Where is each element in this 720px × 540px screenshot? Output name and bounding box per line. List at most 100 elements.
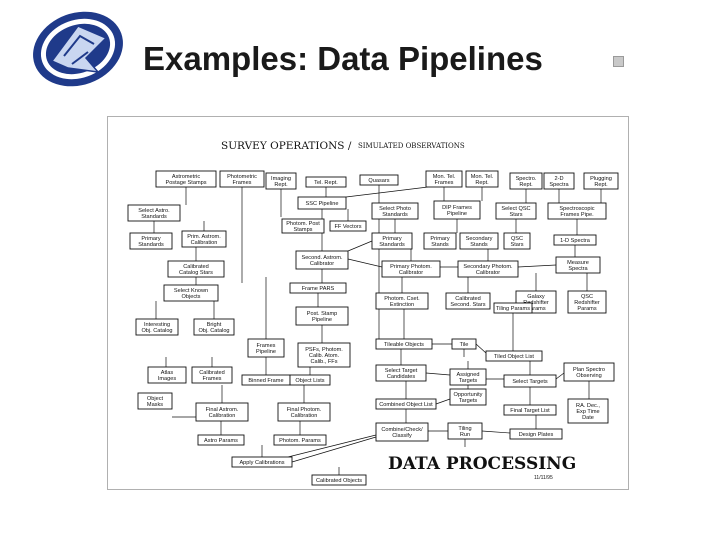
process-box-label: Primary Photom.: [390, 264, 432, 270]
process-box-label: Rept.: [519, 182, 533, 188]
process-box-label: FF Vectors: [334, 224, 361, 230]
process-box-label: Bright: [207, 322, 222, 328]
process-box-label: Rept.: [274, 182, 288, 188]
process-box-label: Select QSC: [501, 206, 530, 212]
pipeline-diagram: SURVEY OPERATIONS / SIMULATED OBSERVATIO…: [107, 116, 629, 490]
process-box-label: Frame PARS: [302, 286, 335, 292]
process-box: Final Photom.Calibration: [277, 402, 331, 422]
process-box: Combine/Check/Classify: [375, 422, 429, 442]
process-box-outline: [445, 292, 491, 310]
process-box: Spectro.Rept.: [509, 172, 543, 190]
process-box: Apply Calibrations: [231, 456, 293, 468]
process-box-label: Interesting: [144, 322, 170, 328]
process-box-outline: [503, 404, 557, 416]
process-box-outline: [567, 290, 607, 314]
process-box-outline: [449, 388, 487, 406]
connector-line: [291, 436, 377, 463]
process-box-outline: [543, 172, 575, 190]
connector-line: [287, 434, 377, 458]
process-box-outline: [295, 306, 349, 326]
process-box-label: Calibrator: [476, 270, 500, 276]
bullet-square-icon: [613, 56, 624, 67]
process-box-outline: [459, 232, 499, 250]
process-box-label: Calibrator: [310, 261, 334, 267]
process-box-label: Redshifter: [574, 300, 600, 306]
process-box-label: Binned Frame: [248, 378, 283, 384]
process-box-outline: [311, 474, 367, 486]
process-box-label: Standards: [382, 212, 408, 218]
slide-title: Examples: Data Pipelines: [143, 40, 543, 77]
process-box-outline: [297, 196, 347, 210]
process-box: Object Lists: [289, 374, 331, 386]
process-box: Combined Object List: [375, 398, 437, 410]
process-box-outline: [583, 172, 619, 190]
process-box-outline: [219, 170, 265, 188]
process-box-outline: [485, 350, 543, 362]
process-box-outline: [297, 342, 351, 368]
process-box-label: Standards: [138, 242, 164, 248]
process-box-outline: [277, 402, 331, 422]
process-box-label: Stars: [510, 242, 523, 248]
process-box-outline: [375, 422, 429, 442]
process-box-label: Tel. Rept.: [314, 180, 338, 186]
process-box-label: Masks: [147, 402, 163, 408]
process-box-outline: [329, 220, 367, 232]
process-box: Astro Params: [197, 434, 245, 446]
process-box: FF Vectors: [329, 220, 367, 232]
process-box-label: Design Plates: [519, 432, 554, 438]
process-box-label: Combined Object List: [379, 402, 433, 408]
process-box-label: Photometric: [227, 174, 257, 180]
process-box-label: PSFs, Photom.: [305, 347, 343, 353]
process-box-label: Redshifter: [523, 300, 549, 306]
process-box-outline: [493, 302, 533, 314]
process-box-label: Date: [582, 415, 594, 421]
data-processing-label: DATA PROCESSING: [388, 454, 576, 474]
process-box: Select Astro.Standards: [127, 204, 181, 222]
process-box: 1-D Spectra: [553, 234, 597, 246]
process-box-label: Apply Calibrations: [239, 460, 284, 466]
process-box-label: Calibrated Objects: [316, 478, 362, 484]
process-box-label: Tiling: [458, 426, 471, 432]
process-box: Mon. Tel.Frames: [425, 170, 463, 188]
connector-line: [347, 258, 383, 268]
process-box-label: Primary: [430, 236, 449, 242]
process-box-label: Mon. Tel.: [471, 174, 494, 180]
process-box-label: Tileable Objects: [384, 342, 424, 348]
process-box: Binned Frame: [241, 374, 291, 386]
process-box: PSFs, Photom.Calib. Atom.Calib., FFs: [297, 342, 351, 368]
process-box-label: QSC: [511, 236, 523, 242]
process-box-outline: [433, 200, 481, 220]
process-box: Secondary Photom.Calibrator: [457, 260, 519, 278]
process-box-outline: [371, 232, 413, 250]
diagram-subheader: SIMULATED OBSERVATIONS: [358, 142, 465, 150]
process-box-outline: [181, 230, 227, 248]
process-box-label: Obj. Catalog: [198, 328, 229, 334]
process-box: Select Targets: [503, 374, 557, 388]
process-box: Tel. Rept.: [305, 176, 347, 188]
process-box-outline: [465, 170, 499, 188]
process-box-label: Secondary: [466, 236, 493, 242]
process-box-outline: [163, 284, 219, 302]
process-box-label: Images: [158, 376, 177, 382]
process-box-label: Obj. Catalog: [141, 328, 172, 334]
process-box-outline: [167, 260, 225, 278]
process-box-label: Calibrated: [455, 296, 481, 302]
process-box-label: Stands: [470, 242, 488, 248]
process-box-label: Primary: [141, 236, 160, 242]
process-box: Calibrated Objects: [311, 474, 367, 486]
logo: [28, 6, 128, 92]
process-box-outline: [509, 172, 543, 190]
process-box-label: Extinction: [390, 302, 414, 308]
process-box-outline: [509, 428, 563, 440]
process-box-label: Second. Stars: [450, 302, 485, 308]
process-box-outline: [197, 434, 245, 446]
diagram-date: 11/11/95: [534, 475, 553, 481]
process-box-outline: [147, 366, 187, 384]
process-box-label: Observing: [576, 373, 602, 379]
